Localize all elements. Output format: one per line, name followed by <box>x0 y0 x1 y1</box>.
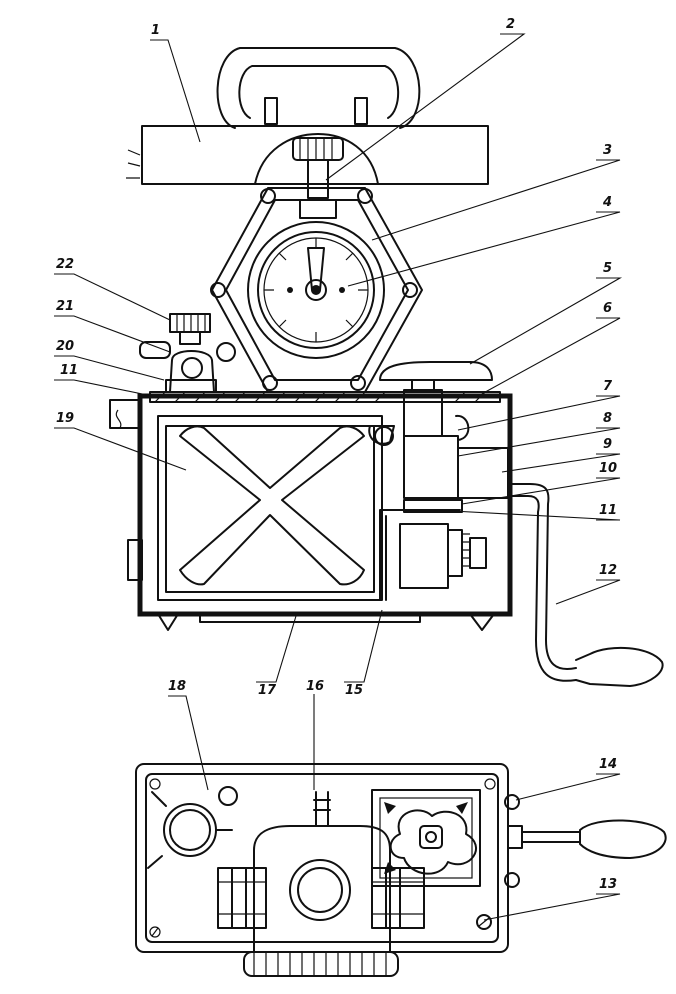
callout-13: 13 <box>599 877 617 892</box>
callout-10: 10 <box>599 461 617 476</box>
callout-20: 20 <box>56 339 74 354</box>
pump-window <box>371 789 481 887</box>
crank-handle <box>507 483 664 687</box>
callout-14: 14 <box>599 757 617 772</box>
callout-21: 21 <box>56 299 74 314</box>
callout-labels: 1 2 3 4 5 6 7 8 9 10 11 12 13 14 15 16 1… <box>56 17 617 892</box>
valve-assembly <box>139 313 236 393</box>
leader-lines <box>54 33 623 921</box>
callout-18: 18 <box>168 679 186 694</box>
callout-9: 9 <box>603 437 612 452</box>
dial-gauge <box>247 221 385 359</box>
lid <box>126 125 489 185</box>
nozzle <box>313 791 331 827</box>
container <box>157 415 383 601</box>
callout-5: 5 <box>603 261 612 276</box>
housing <box>109 393 513 631</box>
callout-1: 1 <box>151 23 160 38</box>
side-crank <box>476 794 667 930</box>
callout-7: 7 <box>603 379 613 394</box>
callout-3: 3 <box>603 143 612 158</box>
callout-19: 19 <box>56 411 74 426</box>
callout-6: 6 <box>603 301 612 316</box>
top-view <box>135 763 667 977</box>
top-valve <box>147 786 238 869</box>
callout-12: 12 <box>599 563 617 578</box>
callout-11-right: 11 <box>599 503 617 518</box>
callout-15: 15 <box>345 683 363 698</box>
carrying-handle <box>216 47 421 129</box>
callout-16: 16 <box>306 679 324 694</box>
central-body <box>217 825 425 977</box>
callout-11-left: 11 <box>60 363 78 378</box>
callout-22: 22 <box>56 257 74 272</box>
callout-8: 8 <box>603 411 612 426</box>
callout-2: 2 <box>506 17 515 32</box>
front-view <box>109 47 664 687</box>
pump-mechanism <box>368 379 509 601</box>
callout-17: 17 <box>258 683 277 698</box>
callout-4: 4 <box>602 195 612 210</box>
